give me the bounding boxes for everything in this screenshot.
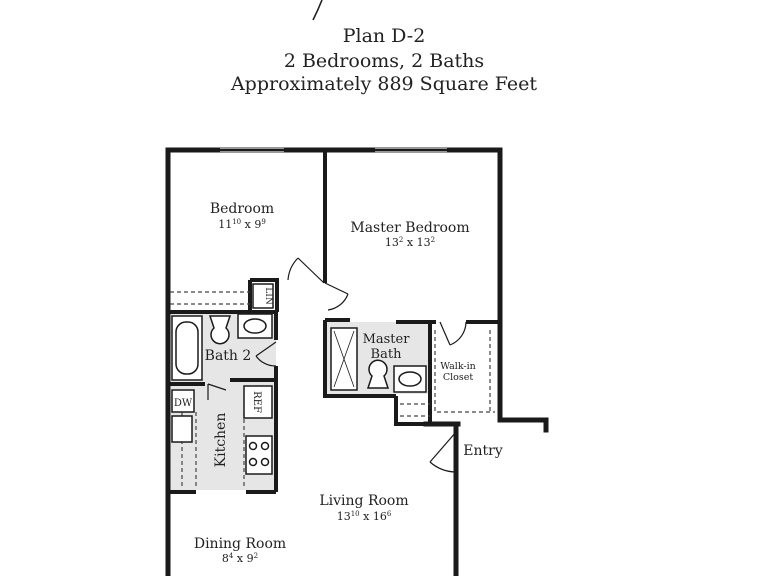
burner-icon bbox=[260, 441, 270, 451]
bath2-fixtures bbox=[171, 313, 273, 381]
shower-drain-icon bbox=[333, 330, 355, 388]
bath2-label: Bath 2 bbox=[205, 348, 252, 364]
linen-closet bbox=[252, 283, 274, 309]
walk-in-closet-label-line1: Walk-in bbox=[440, 361, 476, 372]
windows bbox=[220, 147, 447, 153]
dishwasher-label: DW bbox=[174, 398, 193, 409]
master-bedroom-dims: 132 x 132 bbox=[385, 236, 435, 249]
master-bath-fixtures bbox=[330, 327, 427, 393]
bedroom-dims: 1110 x 99 bbox=[218, 218, 266, 231]
living-room-label: Living Room bbox=[319, 493, 408, 509]
sink-icon bbox=[398, 371, 422, 387]
plan-name: Plan D-2 bbox=[342, 25, 426, 47]
burner-icon bbox=[248, 441, 258, 451]
interior-walls bbox=[168, 150, 500, 494]
logo-flourish bbox=[312, 0, 323, 21]
bathtub-basin-icon bbox=[175, 321, 199, 375]
burner-icon bbox=[260, 457, 270, 467]
sink-icon bbox=[243, 318, 267, 334]
doors bbox=[207, 257, 467, 473]
dining-room-label: Dining Room bbox=[194, 536, 286, 552]
dishwasher-icon bbox=[171, 389, 195, 413]
refrigerator-label: REF bbox=[251, 391, 262, 413]
closet-shelves bbox=[170, 291, 495, 488]
bedrooms-baths: 2 Bedrooms, 2 Baths bbox=[283, 50, 485, 72]
kitchen-sink-icon bbox=[171, 415, 193, 443]
walk-in-closet-label-line2: Closet bbox=[443, 372, 474, 383]
exterior-walls bbox=[165, 147, 549, 576]
kitchen-label: Kitchen bbox=[213, 413, 229, 468]
burner-icon bbox=[248, 457, 258, 467]
square-footage: Approximately 889 Square Feet bbox=[230, 73, 538, 95]
master-bath-label-line2: Bath bbox=[371, 347, 403, 362]
master-bedroom-label: Master Bedroom bbox=[350, 220, 469, 236]
bedroom-label: Bedroom bbox=[210, 201, 274, 217]
living-room-dims: 1310 x 166 bbox=[337, 510, 392, 523]
stove-icon bbox=[245, 435, 273, 475]
toilet-icon bbox=[366, 359, 390, 389]
dining-room-dims: 84 x 92 bbox=[222, 552, 258, 565]
toilet-icon bbox=[208, 315, 232, 345]
kitchen-fixtures bbox=[171, 385, 273, 475]
entry-label: Entry bbox=[463, 443, 503, 459]
refrigerator-icon bbox=[243, 385, 273, 419]
linen-label: LIN bbox=[263, 287, 273, 305]
master-bath-label-line1: Master bbox=[363, 332, 411, 347]
